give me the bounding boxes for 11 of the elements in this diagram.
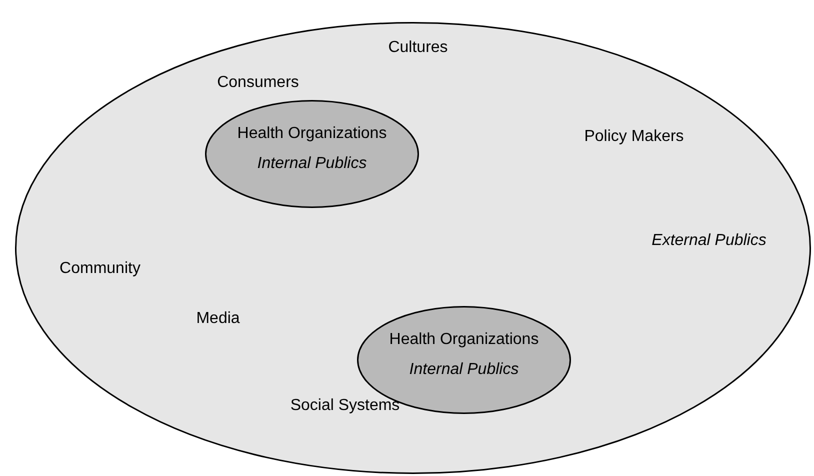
group-label: Social Systems — [290, 397, 400, 415]
group-label: Cultures — [388, 39, 448, 57]
public-label: External Publics — [652, 232, 766, 250]
organization-label: Health Organizations — [237, 125, 387, 143]
group-label: Media — [196, 310, 240, 328]
public-label: Internal Publics — [409, 361, 519, 379]
organization-label: Health Organizations — [389, 331, 539, 349]
group-label: Consumers — [217, 74, 299, 92]
group-label: Community — [60, 260, 140, 278]
public-label: Internal Publics — [257, 155, 367, 173]
group-label: Policy Makers — [584, 128, 684, 146]
